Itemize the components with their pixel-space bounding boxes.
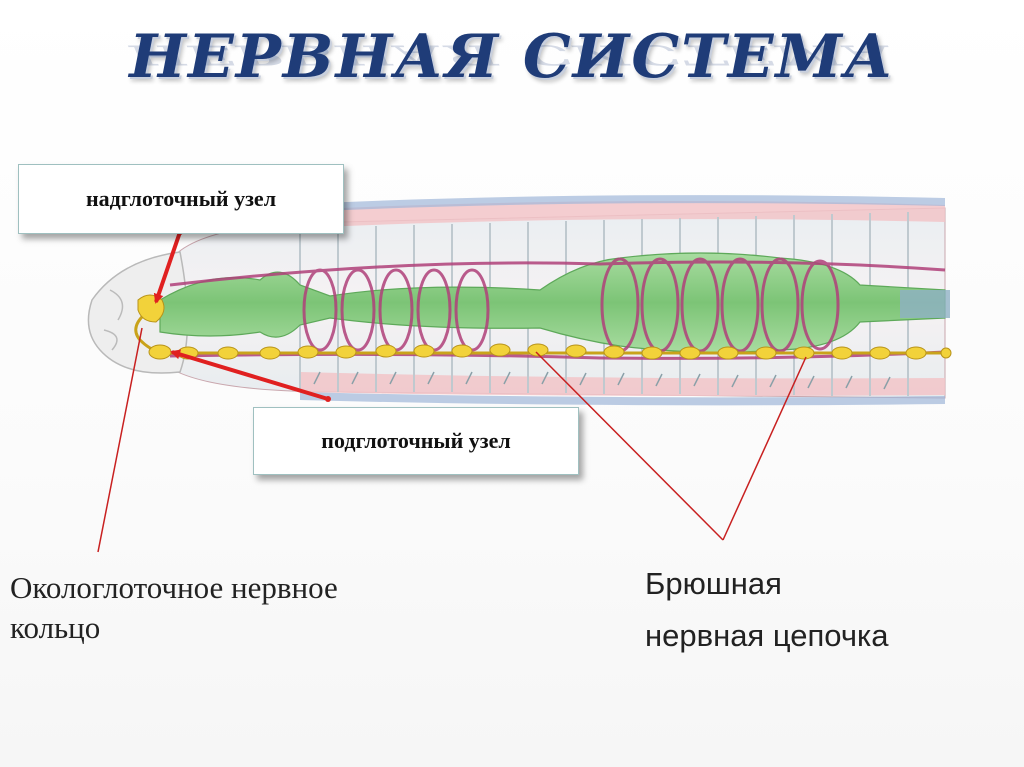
- caption-ventral-chain: Брюшная нервная цепочка: [645, 558, 985, 662]
- subesophageal-ganglion: [149, 345, 171, 359]
- caption-ventral-chain-line2: нервная цепочка: [645, 610, 985, 662]
- caption-ventral-chain-line1: Брюшная: [645, 558, 985, 610]
- label-supraesophageal-ganglion: надглоточный узел: [18, 164, 344, 234]
- label-subesophageal-text: подглоточный узел: [321, 428, 510, 454]
- caption-nerve-ring-line1: Окологлоточное нервное: [10, 568, 460, 608]
- label-supraesophageal-text: надглоточный узел: [86, 186, 276, 212]
- caption-nerve-ring-line2: кольцо: [10, 608, 460, 648]
- label-subesophageal-ganglion: подглоточный узел: [253, 407, 579, 475]
- caption-nerve-ring: Окологлоточное нервное кольцо: [10, 568, 460, 648]
